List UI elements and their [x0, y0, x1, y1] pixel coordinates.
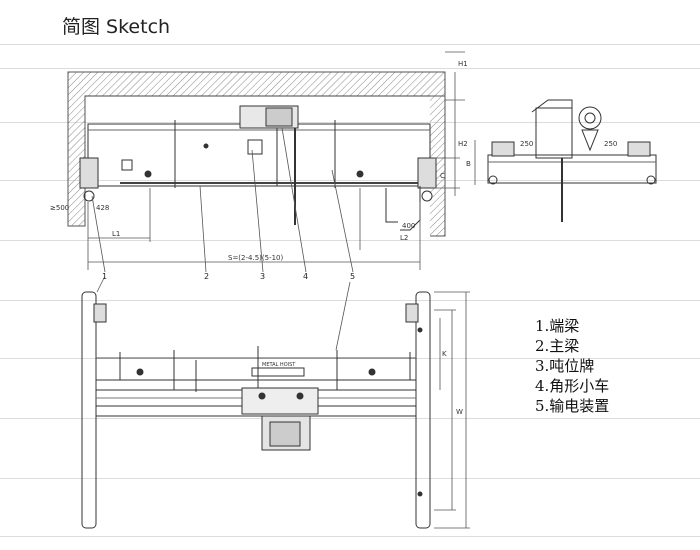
dim-l2: L2	[400, 234, 408, 242]
legend-item-end-beam: 1.端梁	[535, 317, 580, 335]
page-rule	[0, 68, 700, 69]
legend-item-main-girder: 2.主梁	[535, 337, 580, 355]
dim-428: 428	[96, 204, 109, 212]
front-elevation	[67, 51, 465, 273]
end-beam-left	[81, 291, 97, 529]
end-carriage-right	[417, 157, 437, 189]
page-rule	[0, 180, 700, 181]
side-girder	[487, 154, 657, 184]
page-rule	[0, 418, 700, 419]
dim-h1: H1	[458, 60, 468, 68]
plan-trolley	[241, 387, 319, 415]
page-rule	[0, 122, 700, 123]
dim-span: S=(2-4.5)(5-10)	[228, 254, 284, 262]
page-rule	[0, 536, 700, 537]
dim-500: ≥500	[50, 204, 69, 212]
callout-2: 2	[204, 272, 209, 281]
page-rule	[0, 300, 700, 301]
legend-item-trolley: 4.角形小车	[535, 377, 610, 395]
legend-item-power-feed: 5.输电装置	[535, 397, 610, 415]
dim-l1: L1	[112, 230, 120, 238]
dim-side-b: B	[466, 160, 471, 168]
dim-400: 400	[402, 222, 415, 230]
building-wall-right	[430, 95, 446, 237]
parts-legend: 1.端梁 2.主梁 3.吨位牌 4.角形小车 5.输电装置	[535, 316, 609, 416]
legend-item-tonnage-plate: 3.吨位牌	[535, 357, 595, 375]
page-rule	[0, 44, 700, 45]
dim-h2: H2	[458, 140, 468, 148]
callout-5: 5	[350, 272, 355, 281]
plan-dim-k: K	[442, 350, 447, 358]
callout-3: 3	[260, 272, 265, 281]
callout-4: 4	[303, 272, 308, 281]
plan-view	[81, 275, 470, 529]
main-girder	[87, 123, 431, 187]
page-title: 简图 Sketch	[62, 16, 171, 38]
page-rule	[0, 240, 700, 241]
plan-nameplate: METAL HOIST	[262, 362, 296, 368]
page-rule	[0, 478, 700, 479]
dim-side-250a: 250	[520, 140, 533, 148]
plan-dim-w: W	[456, 408, 463, 416]
side-view	[474, 99, 657, 222]
dim-side-250b: 250	[604, 140, 617, 148]
end-carriage-left	[79, 157, 99, 189]
side-trolley	[535, 107, 573, 159]
dim-c: C	[440, 172, 445, 180]
